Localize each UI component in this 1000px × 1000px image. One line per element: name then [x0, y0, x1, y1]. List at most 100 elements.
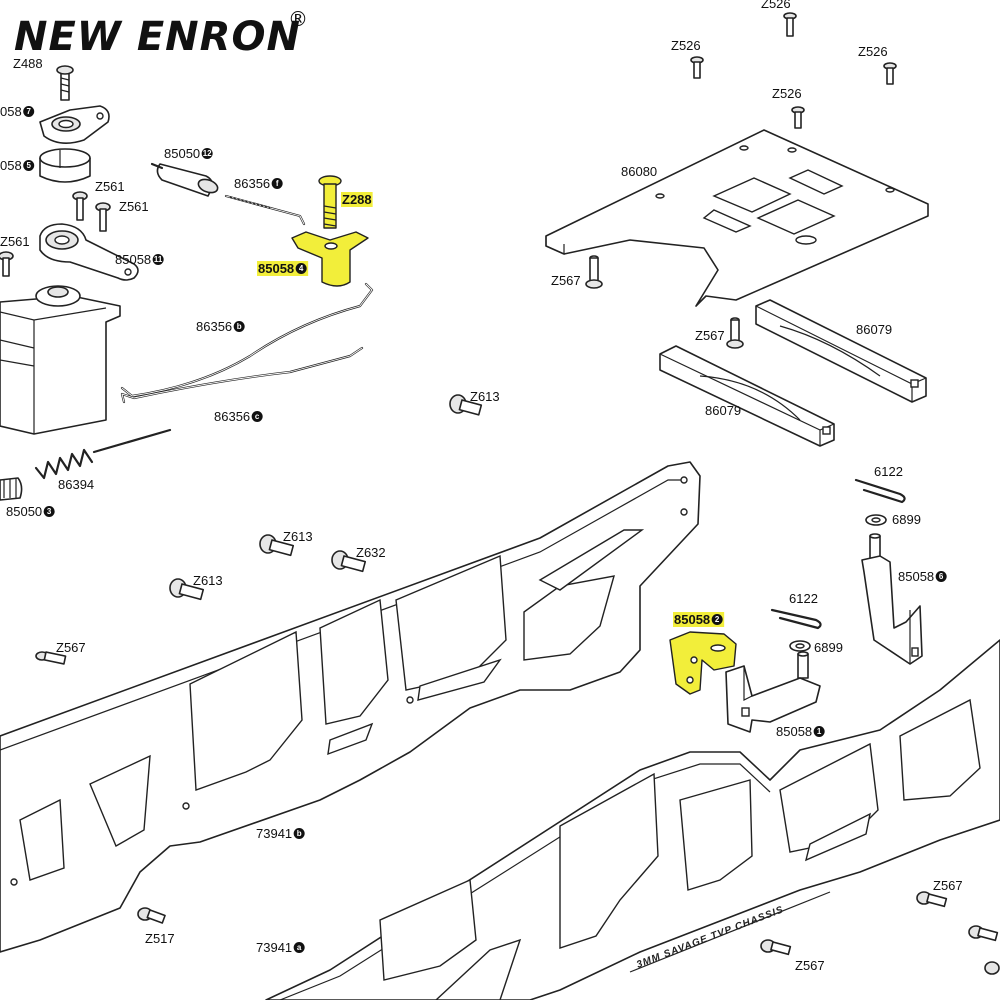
part-number-text: Z567 [933, 878, 963, 893]
stud-z567-e [760, 939, 792, 956]
part-label-p86080: 86080 [621, 164, 657, 179]
part-number-text: 6899 [814, 640, 843, 655]
part-number-text: Z561 [119, 199, 149, 214]
stud-z567-f [968, 925, 999, 942]
top-plate-86080 [545, 129, 929, 307]
spring-86394 [34, 448, 94, 480]
part-number-text: 86356 [196, 319, 232, 334]
part-label-p85058-5: 058 5 [0, 158, 35, 173]
part-number-text: Z561 [95, 179, 125, 194]
part-label-z632: Z632 [356, 545, 386, 560]
part-number-text: Z526 [772, 86, 802, 101]
badge-circle [813, 726, 825, 737]
screw-z526-b [883, 62, 897, 85]
part-number-text: 86080 [621, 164, 657, 179]
part-number-text: Z517 [145, 931, 175, 946]
badge-circle [271, 178, 283, 189]
screw-z613-b [259, 534, 295, 557]
part-number-text: 73941 [256, 940, 292, 955]
part-number-text: 86079 [856, 322, 892, 337]
part-number-text: 6899 [892, 512, 921, 527]
part-label-z567-c: Z567 [56, 640, 86, 655]
screw-z288-highlighted [318, 175, 342, 229]
part-label-z288: Z288 [341, 192, 373, 207]
stud-z567-g [984, 961, 1000, 975]
washer-6899-a [865, 514, 887, 526]
badge-circle [293, 942, 305, 953]
rod-86356-b [120, 282, 374, 398]
rod-86356-f [224, 194, 306, 226]
screw-z517 [137, 907, 166, 924]
spring-cartridge-85050 [150, 162, 219, 197]
servo-saver-ring [39, 148, 91, 183]
brand-logo: NEW ENRON [14, 14, 301, 60]
part-label-z567-d: Z567 [933, 878, 963, 893]
part-label-z613-c: Z613 [193, 573, 223, 588]
part-number-text: Z526 [671, 38, 701, 53]
part-number-text: 058 [0, 104, 22, 119]
steering-post-85058-4-highlighted [291, 231, 369, 287]
badge-circle [23, 160, 35, 171]
post-86079-b [659, 345, 835, 447]
part-number-text: 058 [0, 158, 22, 173]
bellcrank-arm-85058-2-highlighted [669, 631, 737, 695]
part-label-z561-c: Z561 [0, 234, 30, 249]
screw-z526-a [690, 56, 704, 79]
part-number-text: 86356 [234, 176, 270, 191]
badge-circle [152, 254, 164, 265]
part-label-p85058-7: 058 7 [0, 104, 35, 119]
part-number-text: Z613 [470, 389, 500, 404]
stud-z567-c [35, 651, 67, 665]
part-number-text: 6122 [789, 591, 818, 606]
stud-z567-d [916, 891, 948, 908]
part-number-text: 86394 [58, 477, 94, 492]
part-label-z526-top: Z526 [761, 0, 791, 11]
part-number-text: Z526 [858, 44, 888, 59]
badge-circle [233, 321, 245, 332]
part-number-text: 86356 [214, 409, 250, 424]
part-label-p86079-b: 86079 [705, 403, 741, 418]
bellcrank-post-85058-6 [861, 533, 923, 665]
part-number-text: 85058 [776, 724, 812, 739]
part-label-z613-a: Z613 [470, 389, 500, 404]
part-label-z567-a: Z567 [551, 273, 581, 288]
part-number-text: 73941 [256, 826, 292, 841]
washer-6899-b [789, 640, 811, 652]
part-label-p6122-b: 6122 [789, 591, 818, 606]
part-number-text: Z567 [551, 273, 581, 288]
part-label-z517: Z517 [145, 931, 175, 946]
badge-text: b [237, 322, 242, 331]
part-label-z526-a: Z526 [671, 38, 701, 53]
badge-text: 5 [26, 161, 31, 170]
chassis-plate-73941-b [0, 461, 701, 953]
badge-circle [43, 506, 55, 517]
badge-circle [711, 614, 723, 625]
part-number-text: Z613 [283, 529, 313, 544]
badge-text: 7 [26, 107, 31, 116]
screw-z632 [331, 550, 367, 573]
label-highlight [257, 261, 309, 276]
badge-circle [293, 828, 305, 839]
part-number-text: 6122 [874, 464, 903, 479]
bellcrank-base-85058-1 [725, 651, 821, 733]
part-label-p6899-b: 6899 [814, 640, 843, 655]
part-label-z488: Z488 [13, 56, 43, 71]
part-label-p6122-a: 6122 [874, 464, 903, 479]
badge-circle [935, 571, 947, 582]
brand-registered-mark: ® [288, 7, 308, 31]
rod-86356-c [92, 346, 364, 454]
spring-cartridge-85050-3 [0, 477, 23, 501]
label-highlight [341, 192, 373, 207]
part-number-text: Z613 [193, 573, 223, 588]
badge-text: f [276, 179, 279, 188]
screw-z561-b [95, 202, 111, 232]
